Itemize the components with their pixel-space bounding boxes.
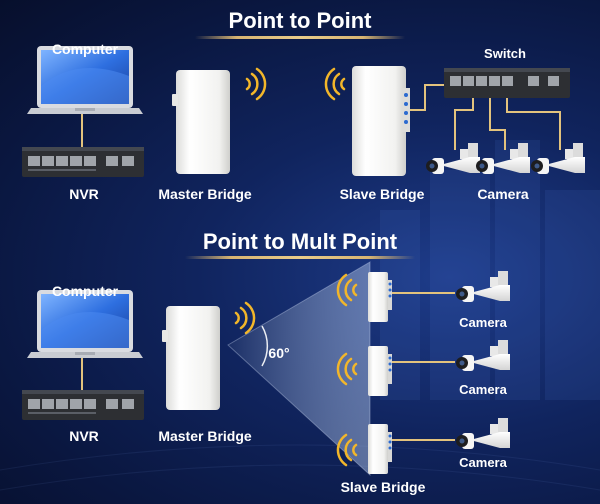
nvr-icon	[22, 390, 144, 420]
cable	[454, 98, 474, 150]
nvr-label: NVR	[69, 428, 99, 444]
point-to-multipoint-title: Point to Mult Point	[202, 229, 398, 254]
camera-label: Camera	[477, 186, 529, 202]
nvr-icon	[22, 147, 144, 177]
title-underline	[195, 36, 405, 39]
bridge-icon	[368, 346, 392, 396]
title-underline	[185, 256, 415, 259]
bridge-icon	[162, 306, 220, 410]
camera-label: Camera	[459, 382, 507, 397]
laptop-icon	[27, 290, 143, 358]
coverage-beam	[228, 262, 370, 475]
nvr-label: NVR	[69, 186, 99, 202]
switch-label: Switch	[484, 46, 526, 61]
bridge-icon	[368, 272, 392, 322]
bridge-icon	[172, 70, 230, 174]
wifi-icon	[245, 67, 267, 101]
computer-label: Computer	[51, 41, 119, 57]
camera-icon	[426, 143, 480, 174]
camera-label: Camera	[459, 315, 507, 330]
slave-bridge-label: Slave Bridge	[340, 479, 426, 495]
camera-icon	[456, 340, 510, 371]
bridge-icon	[368, 424, 392, 474]
master-bridge-label: Master Bridge	[158, 186, 252, 202]
camera-icon	[476, 143, 530, 174]
wifi-icon	[324, 67, 346, 101]
camera-icon	[531, 143, 585, 174]
switch-icon	[444, 68, 570, 98]
camera-label: Camera	[459, 455, 507, 470]
camera-icon	[456, 418, 510, 449]
wifi-icon	[234, 301, 256, 335]
bridge-icon	[352, 66, 410, 176]
cable	[506, 98, 561, 150]
slave-bridge-label: Slave Bridge	[339, 186, 425, 202]
cable	[410, 84, 444, 111]
cable	[489, 98, 506, 150]
computer-label: Computer	[51, 283, 119, 299]
angle-label: 60°	[268, 345, 290, 361]
master-bridge-label: Master Bridge	[158, 428, 252, 444]
camera-icon	[456, 271, 510, 302]
point-to-point-title: Point to Point	[228, 8, 372, 33]
angle-arc	[261, 325, 269, 367]
